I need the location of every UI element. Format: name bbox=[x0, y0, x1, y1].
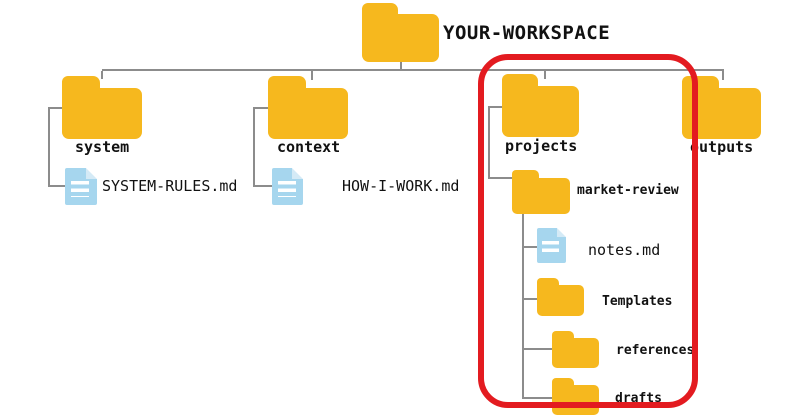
label-outputs: outputs bbox=[690, 138, 754, 156]
folder-icon-market-review bbox=[512, 170, 570, 214]
folder-body bbox=[512, 178, 570, 214]
folder-icon-drafts bbox=[552, 378, 599, 415]
connector-branch-templates bbox=[522, 298, 539, 300]
label-system: system bbox=[75, 138, 130, 156]
folder-body bbox=[362, 14, 439, 62]
connector-system-file bbox=[48, 107, 50, 187]
connector-stub-system bbox=[101, 71, 103, 79]
text-lines bbox=[277, 181, 296, 197]
folder-body bbox=[502, 85, 579, 137]
folder-body bbox=[268, 87, 348, 139]
label-projects: projects bbox=[505, 137, 578, 155]
connector-context-file bbox=[253, 107, 270, 109]
folder-icon-outputs bbox=[682, 76, 761, 139]
text-lines bbox=[542, 240, 560, 256]
folder-icon-templates bbox=[537, 278, 584, 316]
connector-marketreview-spine bbox=[522, 211, 524, 399]
folder-body bbox=[537, 285, 584, 316]
connector-stub-context bbox=[311, 71, 313, 80]
connector-system-file bbox=[48, 185, 67, 187]
folder-body bbox=[552, 385, 599, 415]
label-drafts: drafts bbox=[615, 391, 662, 406]
page-fold bbox=[557, 228, 566, 237]
label-market-review: market-review bbox=[577, 183, 679, 198]
markdown-file-icon-how-i-work bbox=[272, 168, 303, 205]
connector-root-stub bbox=[400, 61, 402, 70]
folder-icon-context bbox=[268, 76, 348, 139]
connector-projects-marketreview bbox=[488, 106, 504, 108]
text-lines bbox=[70, 181, 90, 197]
connector-projects-marketreview bbox=[488, 177, 514, 179]
connector-system-file bbox=[48, 107, 64, 109]
connector-context-file bbox=[253, 185, 274, 187]
label-system-rules-file: SYSTEM-RULES.md bbox=[102, 177, 238, 195]
folder-icon-projects bbox=[502, 74, 579, 137]
connector-main-horizontal bbox=[102, 69, 724, 71]
connector-branch-notes bbox=[522, 246, 539, 248]
folder-body bbox=[62, 87, 142, 139]
markdown-file-icon-notes bbox=[537, 228, 566, 263]
markdown-file-icon-system-rules bbox=[65, 168, 97, 205]
folder-icon-system bbox=[62, 76, 142, 139]
label-references: references bbox=[616, 343, 695, 358]
connector-projects-marketreview bbox=[488, 106, 490, 179]
connector-stub-projects bbox=[544, 71, 546, 79]
label-templates: Templates bbox=[602, 294, 673, 309]
connector-context-file bbox=[253, 107, 255, 187]
connector-branch-references bbox=[522, 348, 553, 350]
page-fold bbox=[86, 168, 97, 179]
folder-body bbox=[552, 338, 599, 368]
folder-body bbox=[682, 87, 761, 139]
label-context: context bbox=[277, 138, 341, 156]
connector-stub-outputs bbox=[722, 71, 724, 80]
folder-icon-references bbox=[552, 331, 599, 368]
connector-branch-drafts bbox=[522, 397, 553, 399]
page-fold bbox=[292, 168, 303, 179]
folder-icon-root bbox=[362, 3, 439, 62]
label-notes-file: notes.md bbox=[588, 241, 661, 259]
label-root-workspace: YOUR-WORKSPACE bbox=[443, 22, 611, 44]
label-how-i-work-file: HOW-I-WORK.md bbox=[342, 177, 460, 195]
